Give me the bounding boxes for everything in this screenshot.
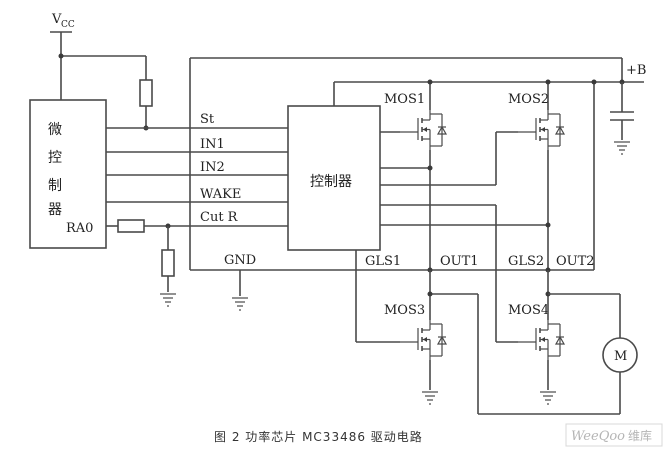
- out1-label: OUT1: [440, 254, 479, 269]
- watermark-brand: WeeQoo: [571, 429, 625, 444]
- pulldown-resistor: [161, 249, 175, 277]
- vcc-label: V: [51, 12, 62, 27]
- mos2-label: MOS2: [508, 92, 549, 107]
- figure-caption: 图 2 功率芯片 MC33486 驱动电路: [214, 429, 423, 444]
- out2-label: OUT2: [556, 254, 595, 269]
- in1-label: IN1: [200, 137, 225, 152]
- mos3-transistor: [399, 319, 447, 361]
- plus-b-label: +B: [626, 63, 646, 78]
- series-resistor: [117, 219, 145, 233]
- controller-label: 控制器: [310, 174, 352, 190]
- wake-label: WAKE: [200, 187, 241, 202]
- controller-box: [287, 105, 381, 251]
- st-label: St: [200, 112, 215, 127]
- mos4-label: MOS4: [508, 303, 549, 318]
- cut-r-label: Cut R: [200, 210, 239, 225]
- mcu-label-1: 微: [48, 122, 62, 138]
- watermark-box: [565, 423, 663, 447]
- motor-label: M: [614, 349, 627, 364]
- mcu-label-2: 控: [48, 150, 62, 166]
- gnd-label: GND: [224, 253, 256, 268]
- pullup-resistor: [139, 79, 153, 107]
- mos2-transistor: [517, 109, 565, 151]
- ra0-label: RA0: [66, 221, 93, 236]
- mos1-label: MOS1: [384, 92, 425, 107]
- mcu-label-3: 制: [48, 178, 62, 194]
- watermark-suffix: 维库: [628, 428, 652, 443]
- vcc-subscript: CC: [61, 20, 75, 30]
- microcontroller-box: [29, 99, 107, 249]
- mos3-label: MOS3: [384, 303, 425, 318]
- mos1-transistor: [399, 109, 447, 151]
- mcu-label-4: 器: [48, 202, 62, 218]
- gls1-label: GLS1: [365, 254, 401, 269]
- gls2-label: GLS2: [508, 254, 544, 269]
- in2-label: IN2: [200, 160, 225, 175]
- mos4-transistor: [517, 319, 565, 361]
